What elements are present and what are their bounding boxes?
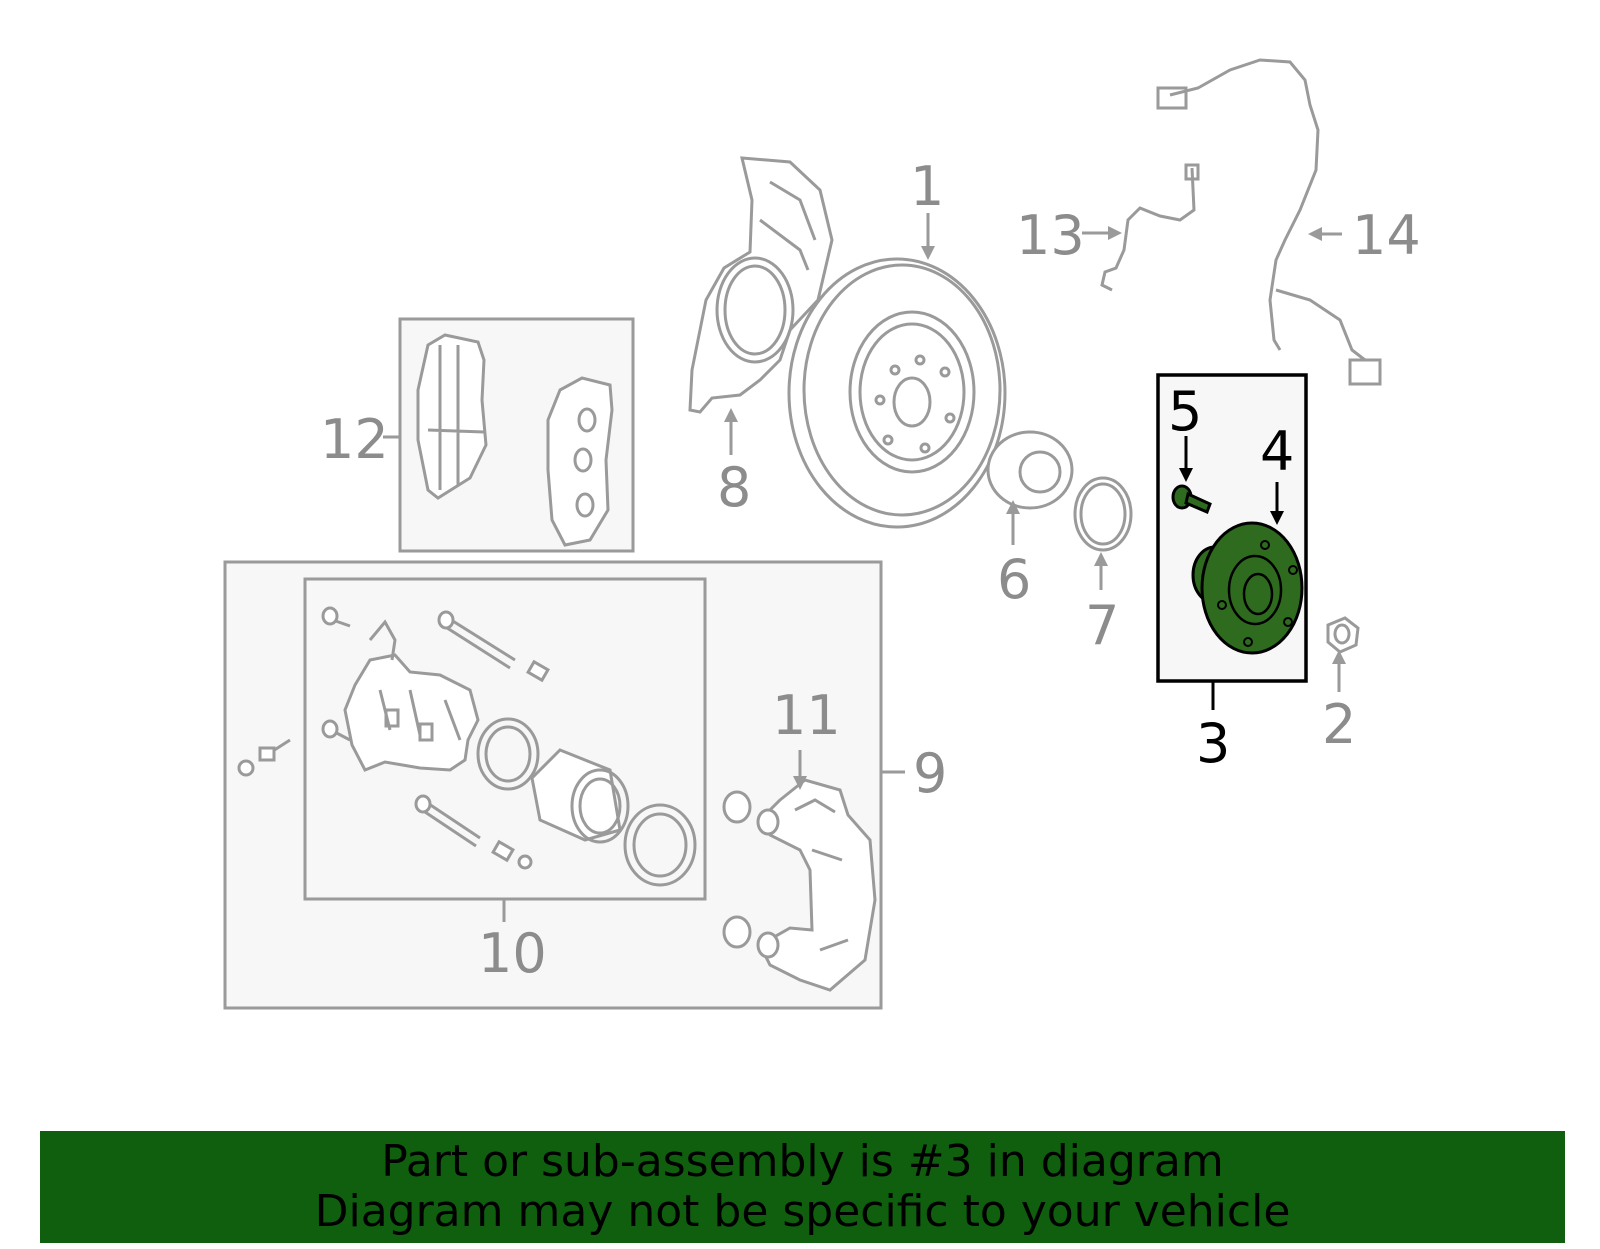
snap-ring-part-7 xyxy=(1073,476,1133,552)
callout-7: 7 xyxy=(1085,594,1119,657)
callout-6: 6 xyxy=(997,548,1031,611)
hub-bolt-part-5 xyxy=(1171,484,1212,514)
brake-hose-part-13 xyxy=(1100,163,1200,292)
callout-2: 2 xyxy=(1322,693,1356,756)
brake-rotor-part-1 xyxy=(787,257,1007,529)
callout-13: 13 xyxy=(1016,204,1085,267)
callout-9: 9 xyxy=(913,742,947,805)
dust-shield-part-8 xyxy=(688,156,834,414)
callout-4: 4 xyxy=(1260,420,1294,483)
wheel-bearing-part-6 xyxy=(986,430,1074,510)
leader-lines-highlighted xyxy=(1179,436,1284,710)
callout-8: 8 xyxy=(717,456,751,519)
abs-sensor-part-14 xyxy=(1156,58,1382,386)
callout-11: 11 xyxy=(772,684,841,747)
caliper-guide-pins xyxy=(414,610,550,870)
brake-pads-part-12 xyxy=(416,333,614,547)
caliper-bracket-part-11 xyxy=(722,778,877,992)
callout-5: 5 xyxy=(1168,380,1202,443)
caliper-bolts xyxy=(237,606,351,777)
hub-assembly-part-4 xyxy=(1191,521,1304,655)
banner-line-disclaimer: Diagram may not be specific to your vehi… xyxy=(314,1186,1291,1237)
info-banner: Part or sub-assembly is #3 in diagram Di… xyxy=(40,1131,1565,1243)
brake-caliper-body xyxy=(343,619,480,772)
callout-3: 3 xyxy=(1196,712,1230,775)
leader-lines xyxy=(383,213,1346,922)
hub-nut-part-2 xyxy=(1326,616,1360,654)
callout-10: 10 xyxy=(478,922,547,985)
piston-boot xyxy=(623,803,697,887)
callout-12: 12 xyxy=(320,408,389,471)
caliper-piston xyxy=(530,748,630,844)
piston-seal xyxy=(476,717,540,791)
callout-14: 14 xyxy=(1352,204,1421,267)
banner-line-part-number: Part or sub-assembly is #3 in diagram xyxy=(381,1136,1224,1187)
callout-1: 1 xyxy=(910,155,944,218)
